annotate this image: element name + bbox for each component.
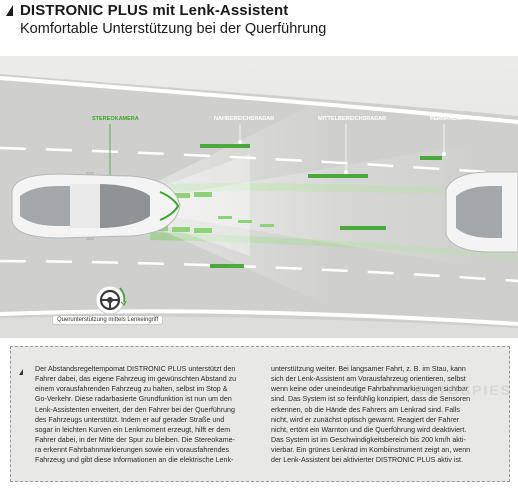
radar-marker-1 — [200, 144, 250, 148]
radar-marker-5 — [210, 264, 244, 268]
radar-marker-2 — [308, 174, 368, 178]
label-nahbereichsradar: NAHBEREICHSRADAR — [214, 116, 274, 122]
watermark: AUTOSPIES — [413, 382, 512, 398]
text-line: Fahrer dabei, in der Mitte der Spur zu b… — [35, 436, 235, 445]
label-fernradar: FERNRADAR — [430, 116, 465, 122]
road-edge-top — [0, 76, 518, 124]
text-line: wenn keine oder uneindeutige Fahrbahnmar… — [271, 385, 469, 394]
description-column-1: Der Abstandsregeltempomat DISTRONIC PLUS… — [35, 364, 267, 466]
description-box: Der Abstandsregeltempomat DISTRONIC PLUS… — [10, 346, 510, 482]
text-line: ra erkennt Fahrbahnmarkierungen sowie ei… — [35, 446, 230, 455]
dot-mittelbereich — [344, 170, 348, 174]
radar-beam-long — [108, 144, 470, 266]
text-line: sich der Lenk-Assistent am Vorausfahrzeu… — [271, 375, 466, 384]
text-line: sind. Das System ist so feinfühlig konzi… — [271, 395, 471, 404]
label-stereokamera: STEREOKAMERA — [92, 116, 139, 122]
triangle-marker-icon — [6, 5, 13, 16]
text-line: erkennen, ob die Hände des Fahrers am Le… — [271, 405, 460, 414]
text-line: unterstützung weiter. Bei langsamer Fahr… — [271, 365, 466, 373]
text-line: Go-Verkehr. Diese radarbasierte Grundfun… — [35, 395, 232, 404]
text-line: Lenk-Assistenten erweitert, der den Fahr… — [35, 405, 235, 414]
text-line: des Fahrzeugs unterstützt. Indem er auf … — [35, 415, 225, 424]
label-mittelbereichsradar: MITTELBEREICHSRADAR — [318, 116, 386, 122]
text-line: Fahrer dabei, das eigene Fahrzeug im gew… — [35, 375, 237, 384]
page-title-text: DISTRONIC PLUS mit Lenk-Assistent — [20, 2, 289, 19]
page-subtitle: Komfortable Unterstützung bei der Querfü… — [20, 21, 327, 37]
text-line: Das System ist im Geschwindigkeitsbereic… — [271, 436, 466, 445]
description-column-2: unterstützung weiter. Bei langsamer Fahr… — [271, 364, 503, 466]
lane-assist-illustration: STEREOKAMERA NAHBEREICHSRADAR MITTELBERE… — [0, 56, 518, 338]
bullet-triangle-icon — [19, 369, 23, 375]
own-car — [11, 172, 181, 240]
text-line: Fahrzeug und gibt diese Informationen an… — [35, 456, 234, 465]
steering-wheel-icon — [95, 285, 127, 315]
header: DISTRONIC PLUS mit Lenk-Assistent Komfor… — [0, 0, 518, 46]
radar-marker-3 — [420, 156, 442, 160]
car-ahead — [445, 171, 518, 253]
text-line: Der Abstandsregeltempomat DISTRONIC PLUS… — [35, 365, 236, 373]
illustration-svg: STEREOKAMERA NAHBEREICHSRADAR MITTELBERE… — [0, 56, 518, 338]
dot-nahbereich — [238, 140, 242, 144]
road-edge-bottom — [0, 309, 518, 326]
radar-marker-4 — [340, 226, 386, 230]
page-title: DISTRONIC PLUS mit Lenk-Assistent — [6, 2, 288, 19]
text-line: einem vorausfahrenden Fahrzeug zu halten… — [35, 385, 228, 394]
text-line: nicht, wird er zunächst optisch gewarnt.… — [271, 415, 460, 424]
text-line: vierbar. Ein grünes Lenkrad im Kombiinst… — [271, 446, 471, 455]
steering-caption: Querunterstützung mittels Lenkeingriff — [52, 315, 164, 325]
text-line: sogar in leichten Kurven ein Lenkmoment … — [35, 425, 231, 434]
text-line: nicht, ertönt ein Warnton und die Querfü… — [271, 425, 467, 434]
text-line: der Lenk-Assistent bei aktivierter DISTR… — [271, 456, 463, 465]
dot-fernradar — [442, 152, 446, 156]
